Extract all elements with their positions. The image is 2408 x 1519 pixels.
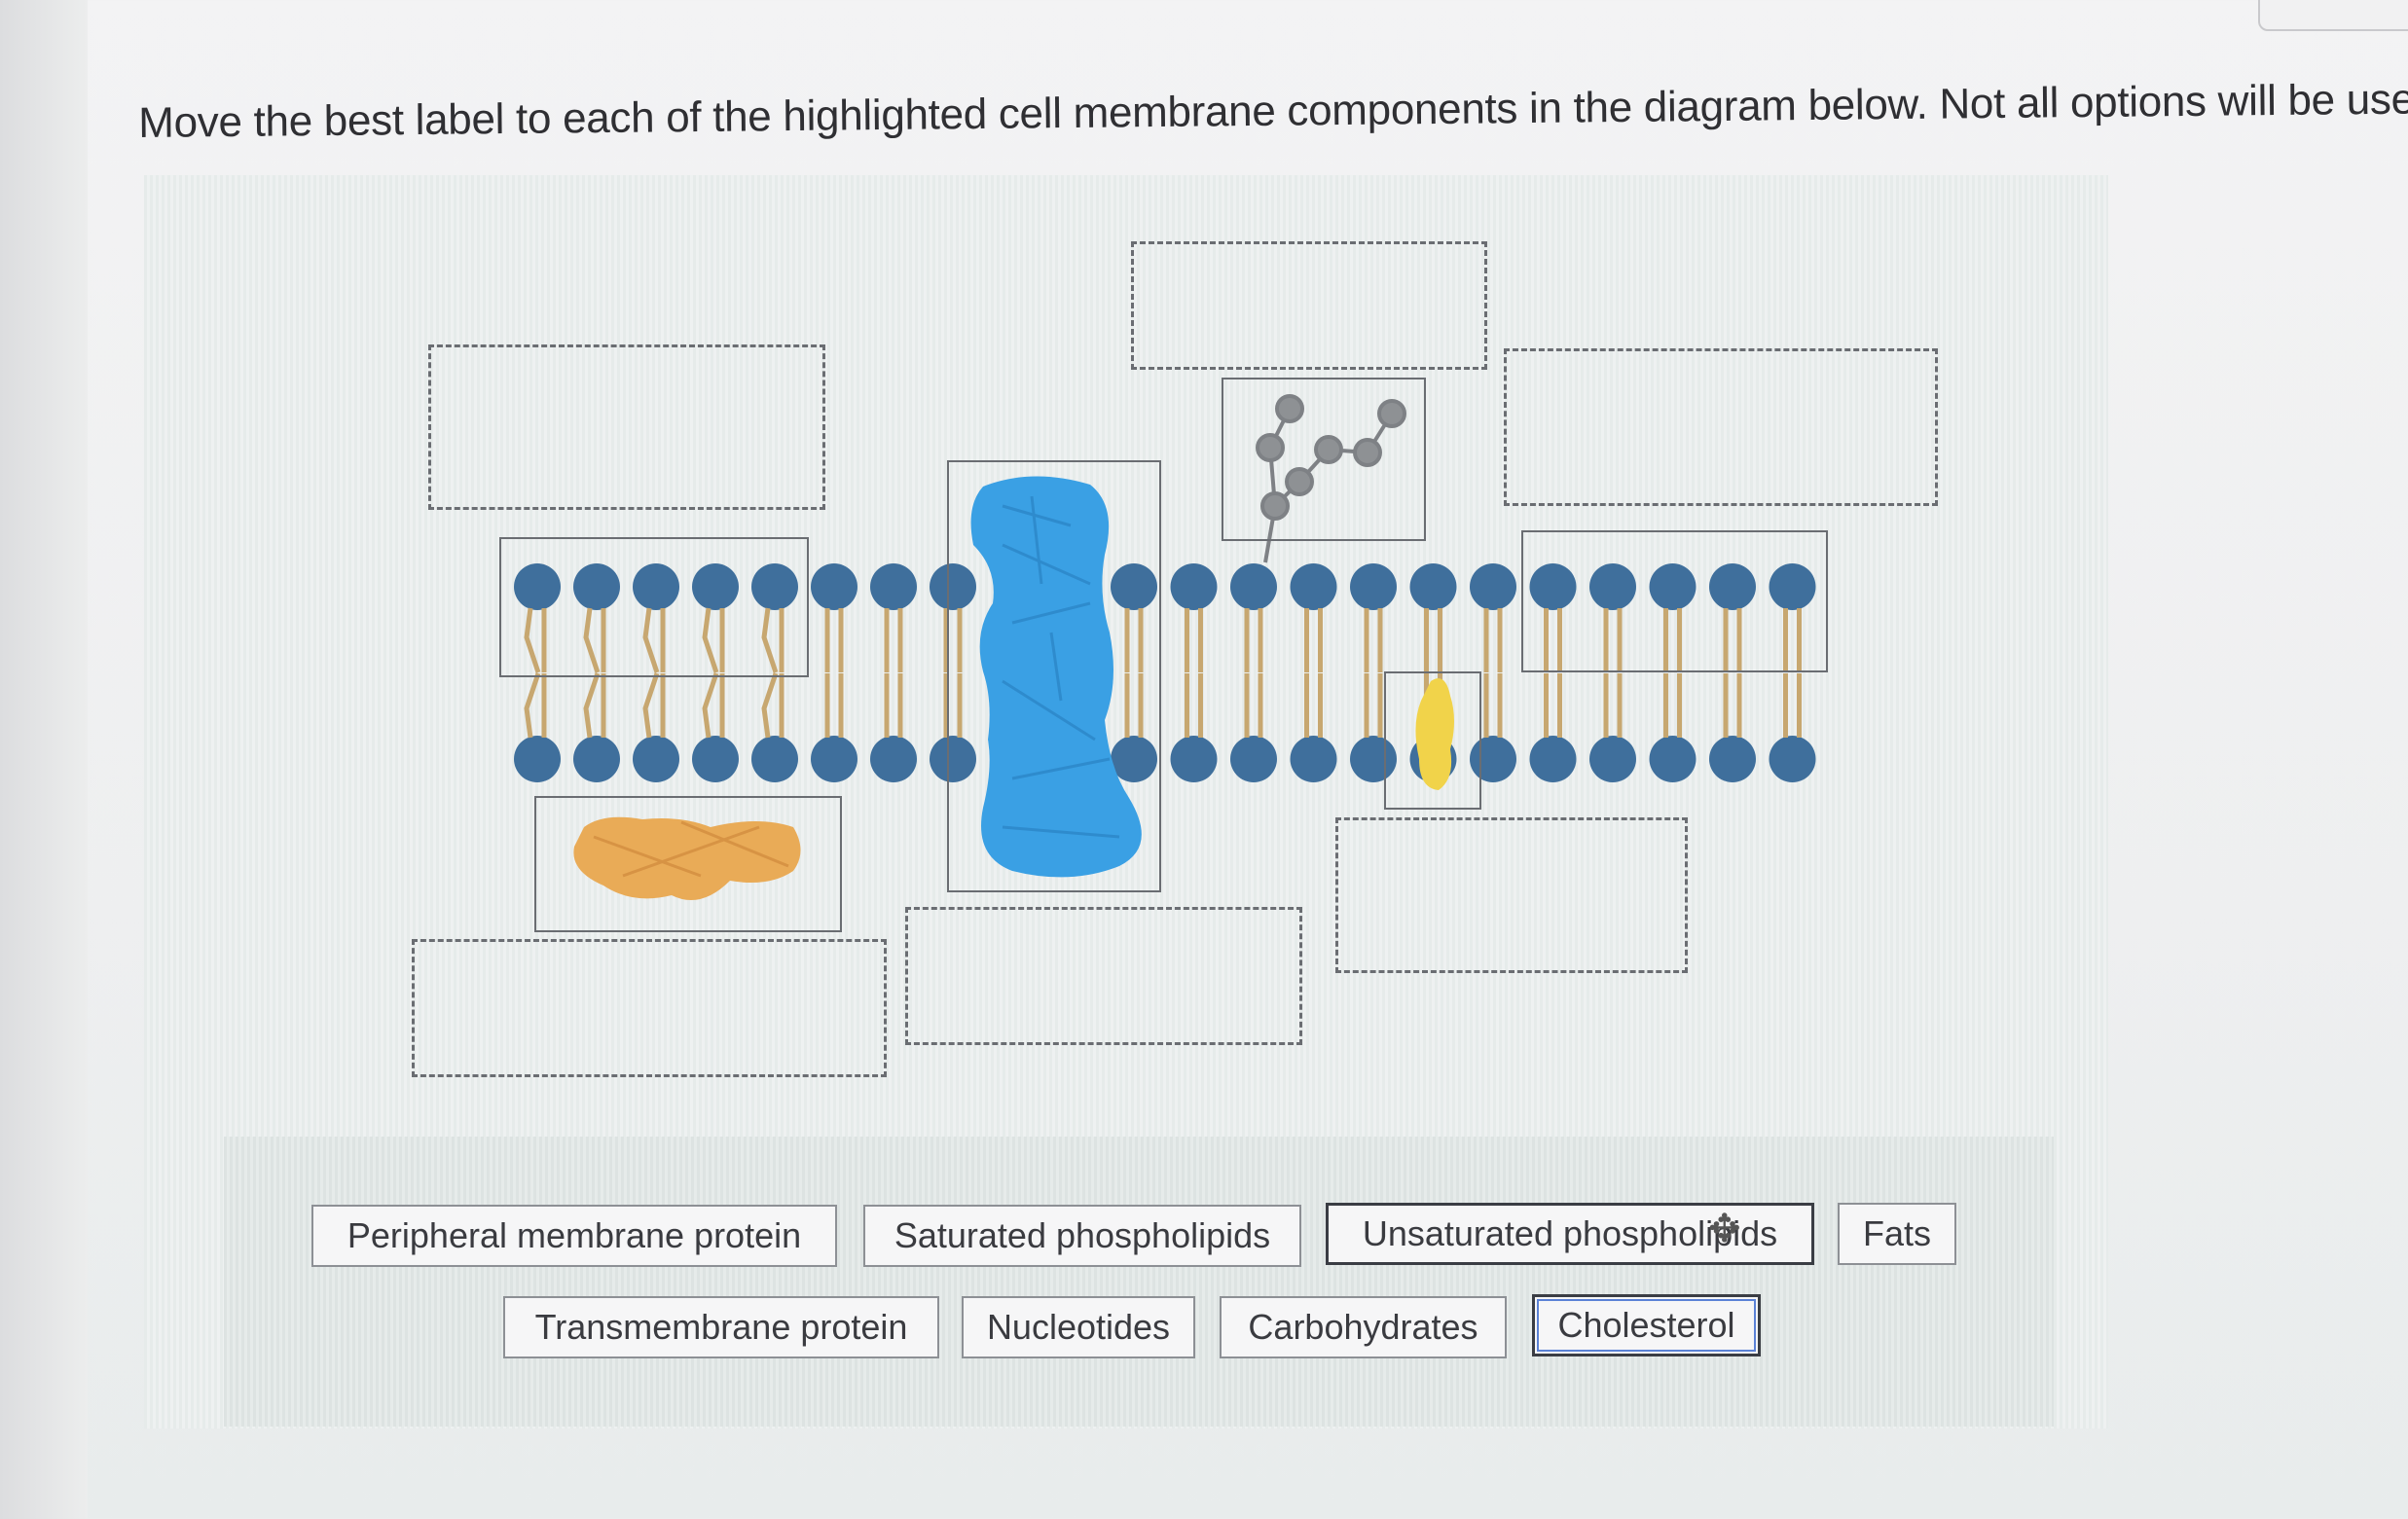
lipid-tail bbox=[642, 672, 660, 739]
phospholipid-head bbox=[751, 563, 798, 610]
label-carbohydrates[interactable]: Carbohydrates bbox=[1220, 1296, 1507, 1358]
phospholipid-head bbox=[514, 563, 561, 610]
label-cholesterol[interactable]: Cholesterol bbox=[1532, 1294, 1761, 1356]
lipid-tail bbox=[761, 672, 779, 739]
phospholipid-head bbox=[1649, 563, 1697, 610]
drop-target-1[interactable] bbox=[428, 344, 825, 510]
highlight-saturated-lipids bbox=[1521, 530, 1828, 672]
phospholipid-head bbox=[811, 736, 857, 782]
label-fats[interactable]: Fats bbox=[1838, 1203, 1956, 1265]
move-cursor-icon: ✥ bbox=[1708, 1208, 1741, 1250]
cholesterol-shape bbox=[1415, 678, 1454, 790]
phospholipid-head bbox=[1230, 563, 1277, 610]
highlight-transmembrane-protein bbox=[947, 460, 1161, 892]
label-saturated-phospholipids[interactable]: Saturated phospholipids bbox=[863, 1205, 1301, 1267]
drop-target-4[interactable] bbox=[1335, 817, 1688, 973]
phospholipid-head bbox=[1470, 736, 1516, 782]
phospholipid-head bbox=[930, 563, 976, 610]
phospholipid-head bbox=[573, 563, 620, 610]
highlight-unsaturated-lipids bbox=[499, 537, 809, 677]
label-tray bbox=[224, 1137, 2054, 1427]
phospholipid-head bbox=[1769, 736, 1816, 782]
phospholipid-head bbox=[692, 563, 739, 610]
carbohydrate-chain bbox=[1256, 394, 1406, 563]
top-right-button[interactable] bbox=[2258, 0, 2408, 31]
label-unsaturated-phospholipids[interactable]: Unsaturated phospholipids bbox=[1326, 1203, 1814, 1265]
phospholipid-head bbox=[870, 736, 917, 782]
lipid-tail bbox=[761, 607, 779, 673]
phospholipid-head bbox=[1769, 563, 1816, 610]
lipid-tail bbox=[583, 672, 601, 739]
label-transmembrane-protein[interactable]: Transmembrane protein bbox=[503, 1296, 939, 1358]
phospholipid-head bbox=[1709, 736, 1756, 782]
label-nucleotides[interactable]: Nucleotides bbox=[962, 1296, 1195, 1358]
lipid-tail bbox=[583, 607, 601, 673]
label-peripheral-membrane-protein[interactable]: Peripheral membrane protein bbox=[311, 1205, 837, 1267]
phospholipid-head bbox=[1529, 563, 1577, 610]
phospholipid-head bbox=[1290, 736, 1337, 782]
phospholipid-head bbox=[930, 736, 976, 782]
lipid-tail bbox=[642, 607, 660, 673]
drop-target-3[interactable] bbox=[1504, 348, 1938, 506]
lipid-tail bbox=[524, 672, 541, 739]
phospholipid-head bbox=[1529, 736, 1577, 782]
drop-target-6[interactable] bbox=[412, 939, 887, 1077]
phospholipid-head bbox=[1589, 563, 1636, 610]
drop-target-2[interactable] bbox=[1131, 241, 1487, 370]
phospholipid-head bbox=[1470, 563, 1516, 610]
phospholipid-head bbox=[514, 736, 561, 782]
phospholipid-head bbox=[633, 563, 679, 610]
phospholipid-head bbox=[811, 563, 857, 610]
phospholipid-head bbox=[1709, 563, 1756, 610]
phospholipid-head bbox=[1409, 563, 1457, 610]
highlight-carbohydrates bbox=[1222, 378, 1426, 541]
phospholipid-bilayer bbox=[514, 563, 1816, 782]
phospholipid-head bbox=[633, 736, 679, 782]
phospholipid-head bbox=[751, 736, 798, 782]
lipid-tail bbox=[702, 607, 719, 673]
phospholipid-head bbox=[1350, 563, 1397, 610]
peripheral-protein-shape bbox=[573, 816, 801, 900]
screen-left-edge bbox=[0, 0, 88, 1519]
phospholipid-head bbox=[1230, 736, 1277, 782]
phospholipid-head bbox=[1170, 736, 1218, 782]
phospholipid-head bbox=[1170, 563, 1218, 610]
phospholipid-head bbox=[1290, 563, 1337, 610]
highlight-cholesterol bbox=[1384, 671, 1481, 810]
phospholipid-head bbox=[692, 736, 739, 782]
drop-target-5[interactable] bbox=[905, 907, 1302, 1045]
phospholipid-head bbox=[1111, 563, 1157, 610]
phospholipid-head bbox=[573, 736, 620, 782]
phospholipid-head bbox=[870, 563, 917, 610]
phospholipid-head bbox=[1649, 736, 1697, 782]
phospholipid-head bbox=[1589, 736, 1636, 782]
phospholipid-head bbox=[1111, 736, 1157, 782]
lipid-tail bbox=[524, 607, 541, 673]
lipid-tail bbox=[702, 672, 719, 739]
highlight-peripheral-protein bbox=[534, 796, 842, 932]
